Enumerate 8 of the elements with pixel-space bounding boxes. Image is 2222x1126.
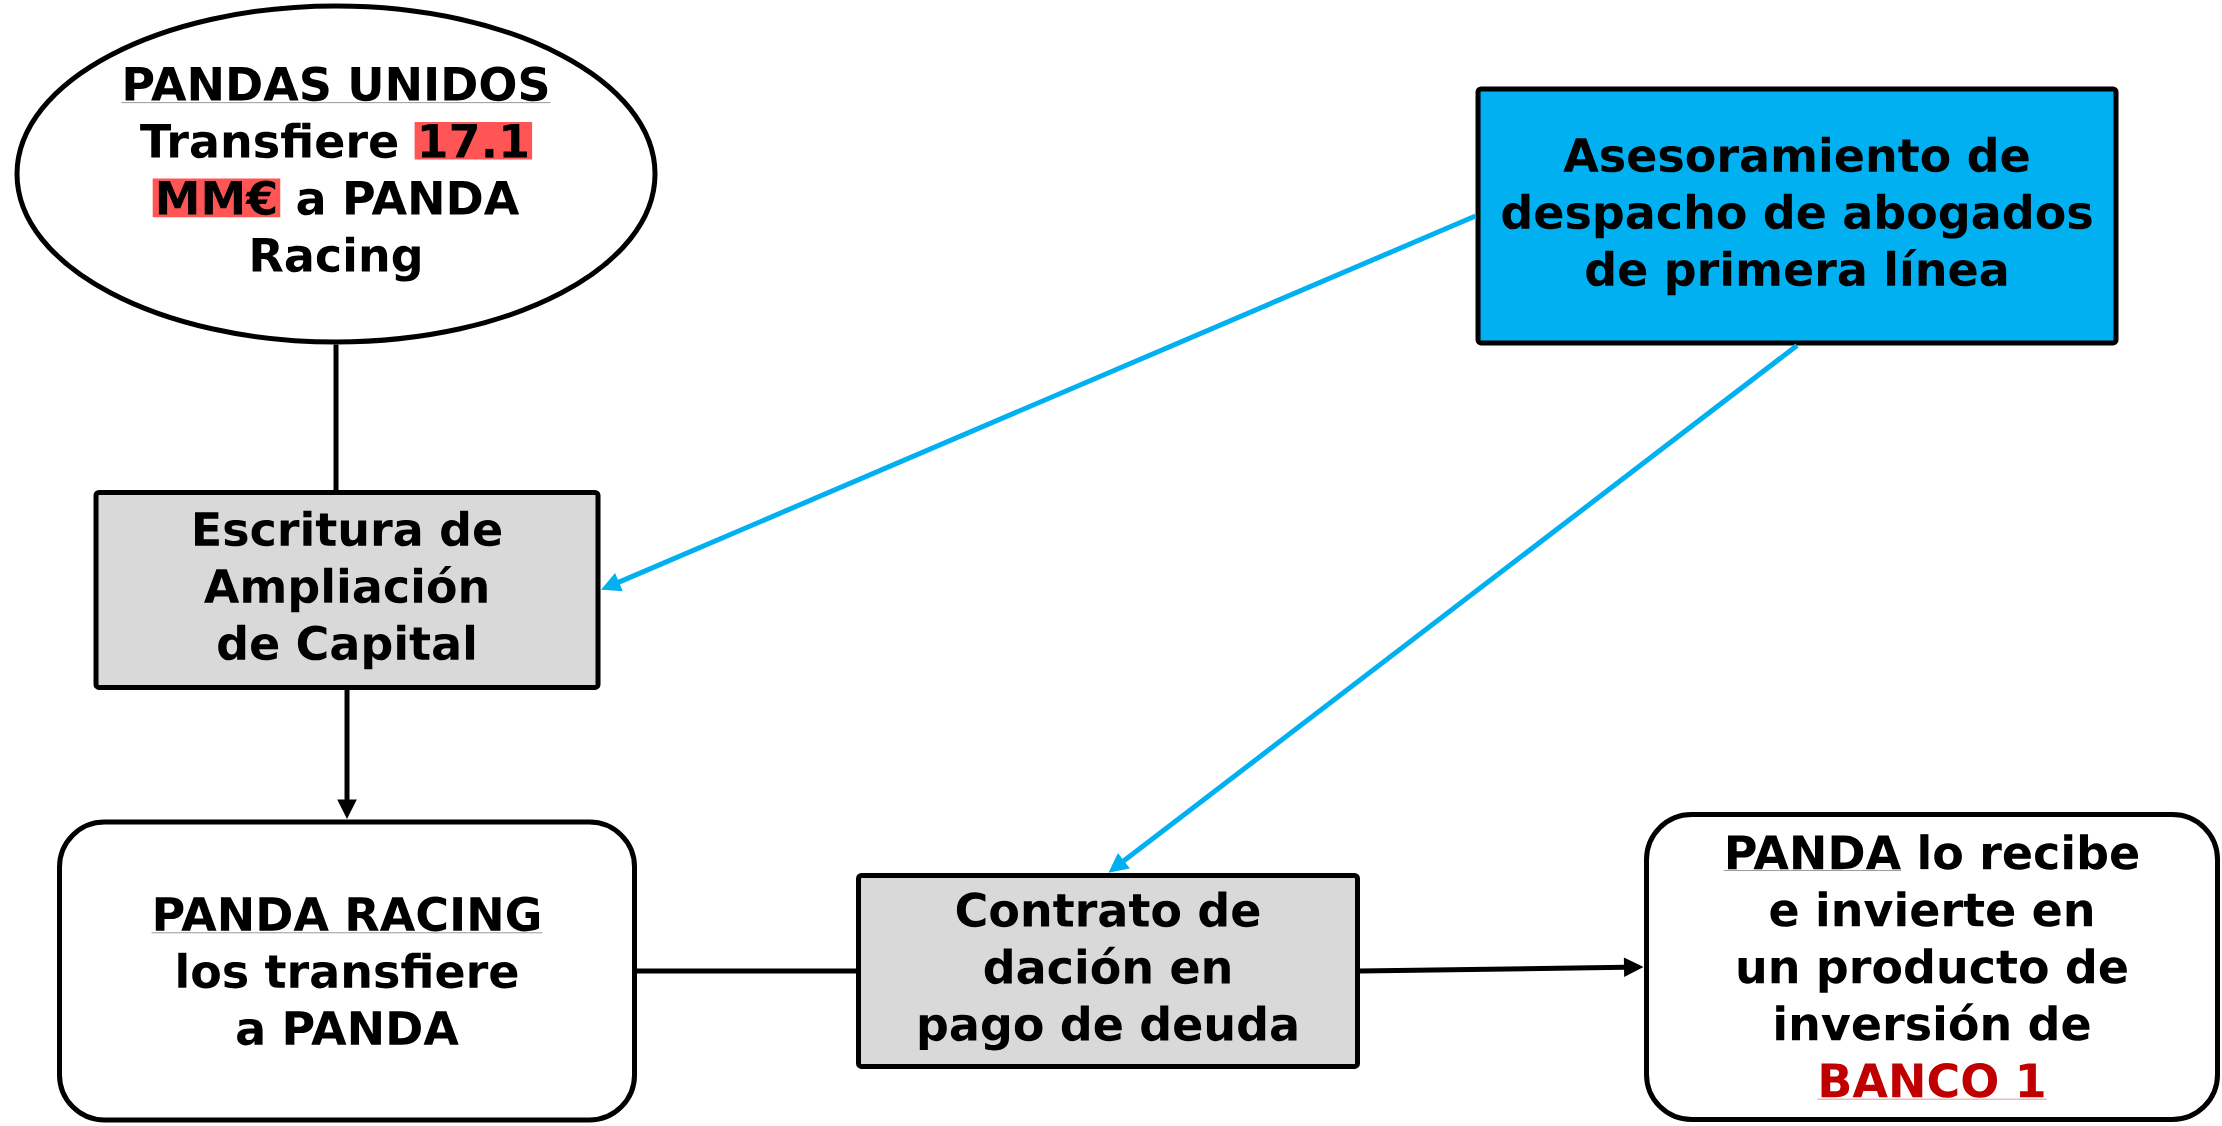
connector-line (637, 968, 856, 974)
rounded-box: PANDA lo recibe e invierte en un producto de inversión de BANCO 1 (1644, 812, 2220, 1122)
process-box: Contrato de dación en pago de deuda (856, 873, 1360, 1069)
process-box: Escritura de Ampliación de Capital (93, 490, 601, 690)
ellipse-node: PANDAS UNIDOS Transfiere 17.1 MM€ a PANDA Racing (14, 3, 658, 345)
rounded-box: PANDA RACING los transfiere a PANDA (57, 819, 637, 1123)
process-box: Asesoramiento de despacho de abogados de primera línea (1475, 86, 2119, 346)
connector-line (333, 344, 339, 490)
